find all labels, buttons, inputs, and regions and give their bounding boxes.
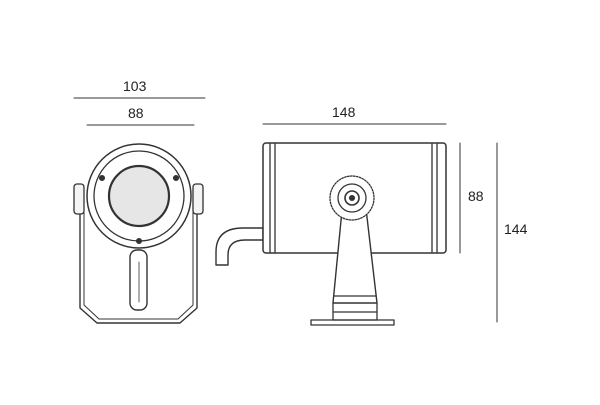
front-left-knob <box>73 183 85 215</box>
dim-label-front-body-width: 88 <box>128 105 144 121</box>
front-stem <box>129 249 148 311</box>
side-view <box>215 142 447 326</box>
dimension-lines <box>73 97 498 323</box>
front-view <box>73 143 204 324</box>
front-screw-bottom <box>135 237 143 245</box>
dim-label-overall-height: 144 <box>504 221 528 237</box>
side-pivot-core <box>344 190 360 206</box>
front-screw-top <box>98 174 106 182</box>
side-base-plate <box>310 319 395 326</box>
front-lens <box>107 164 171 228</box>
dim-label-front-overall-width: 103 <box>123 78 147 94</box>
dim-label-body-height: 88 <box>468 188 484 204</box>
front-bracket <box>79 199 198 324</box>
dim-label-side-length: 148 <box>332 104 356 120</box>
side-pivot-screw <box>348 194 356 202</box>
front-right-knob <box>192 183 204 215</box>
side-cable <box>215 227 264 266</box>
front-bracket-inner <box>83 211 194 320</box>
front-screw-right <box>172 174 180 182</box>
side-base-block <box>332 302 378 321</box>
